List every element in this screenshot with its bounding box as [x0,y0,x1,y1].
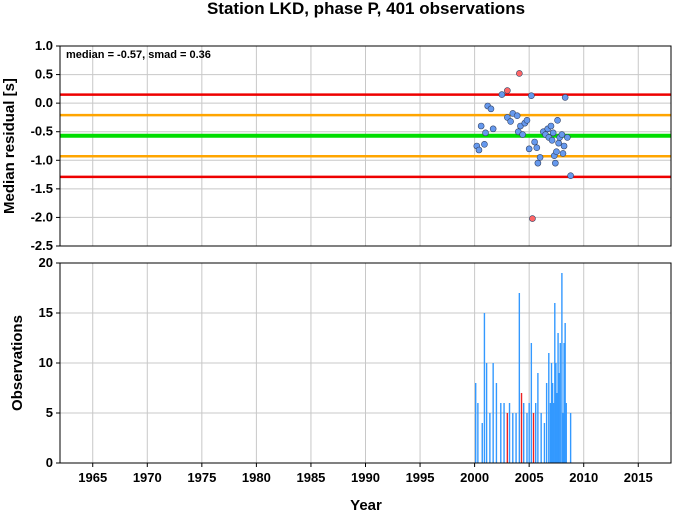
data-point [536,154,544,161]
chart-title: Station LKD, phase P, 401 observations [207,0,525,18]
data-point [559,150,567,157]
data-point [487,105,495,113]
top-y-axis-label: Median residual [s] [1,78,18,214]
data-point [528,92,535,100]
data-point [513,112,521,120]
x-tick-label: 2005 [515,470,544,485]
data-point [567,172,574,180]
y-tick-label: 0.0 [35,95,53,110]
y-tick-label: 5 [46,405,53,420]
y-tick-label: 15 [39,305,53,320]
data-point [564,134,571,141]
data-point [531,138,538,146]
data-point [498,91,506,98]
data-point [482,129,489,137]
data-point [529,215,536,222]
data-point [548,136,556,144]
data-point [547,122,555,130]
x-tick-label: 2000 [460,470,489,485]
data-point [552,159,559,167]
x-tick-label: 2015 [624,470,653,485]
data-point [475,146,483,154]
y-tick-label: -2.5 [31,238,53,253]
bottom-y-axis-label: Observations [9,315,26,411]
x-axis-label: Year [350,497,382,511]
y-tick-label: 10 [39,355,53,370]
residual-panel: 1.0 0.5 0.0 -0.5 -1.0 -1.5 -2.0 -2.5 median = -0… [31,38,672,253]
y-tick-label: 0 [46,455,53,470]
x-tick-label: 1965 [78,470,107,485]
data-point [519,131,526,138]
data-point [477,122,485,130]
x-tick-label: 1980 [242,470,271,485]
y-tick-label: -2.0 [31,209,53,224]
data-point [533,144,541,152]
y-tick-label: 20 [39,255,53,270]
data-point [555,139,562,147]
x-tick-label: 1970 [133,470,162,485]
x-tick-label: 1995 [406,470,435,485]
data-point [504,87,511,94]
data-point [481,140,488,148]
y-tick-label: 0.5 [35,67,53,82]
y-tick-label: -0.5 [31,124,53,139]
data-point [561,94,569,101]
x-tick-label: 1990 [351,470,380,485]
data-point [554,116,561,124]
data-point [525,145,533,153]
y-tick-label: -1.5 [31,181,53,196]
top-panel-frame [59,45,672,247]
x-tick-label: 1975 [187,470,216,485]
data-point [516,70,523,77]
data-point [549,129,557,137]
data-point [489,125,497,133]
y-tick-label: 1.0 [35,38,53,53]
data-point [558,131,566,138]
x-tick-label: 2010 [569,470,598,485]
bottom-panel-frame [59,262,672,464]
stats-annotation: median = -0.57, smad = 0.36 [66,49,211,61]
data-point [523,116,531,124]
data-point [553,148,560,156]
data-point [507,118,514,125]
x-tick-label: 1985 [296,470,325,485]
data-point [534,159,542,167]
y-tick-label: -1.0 [31,152,53,167]
data-point [560,142,568,150]
